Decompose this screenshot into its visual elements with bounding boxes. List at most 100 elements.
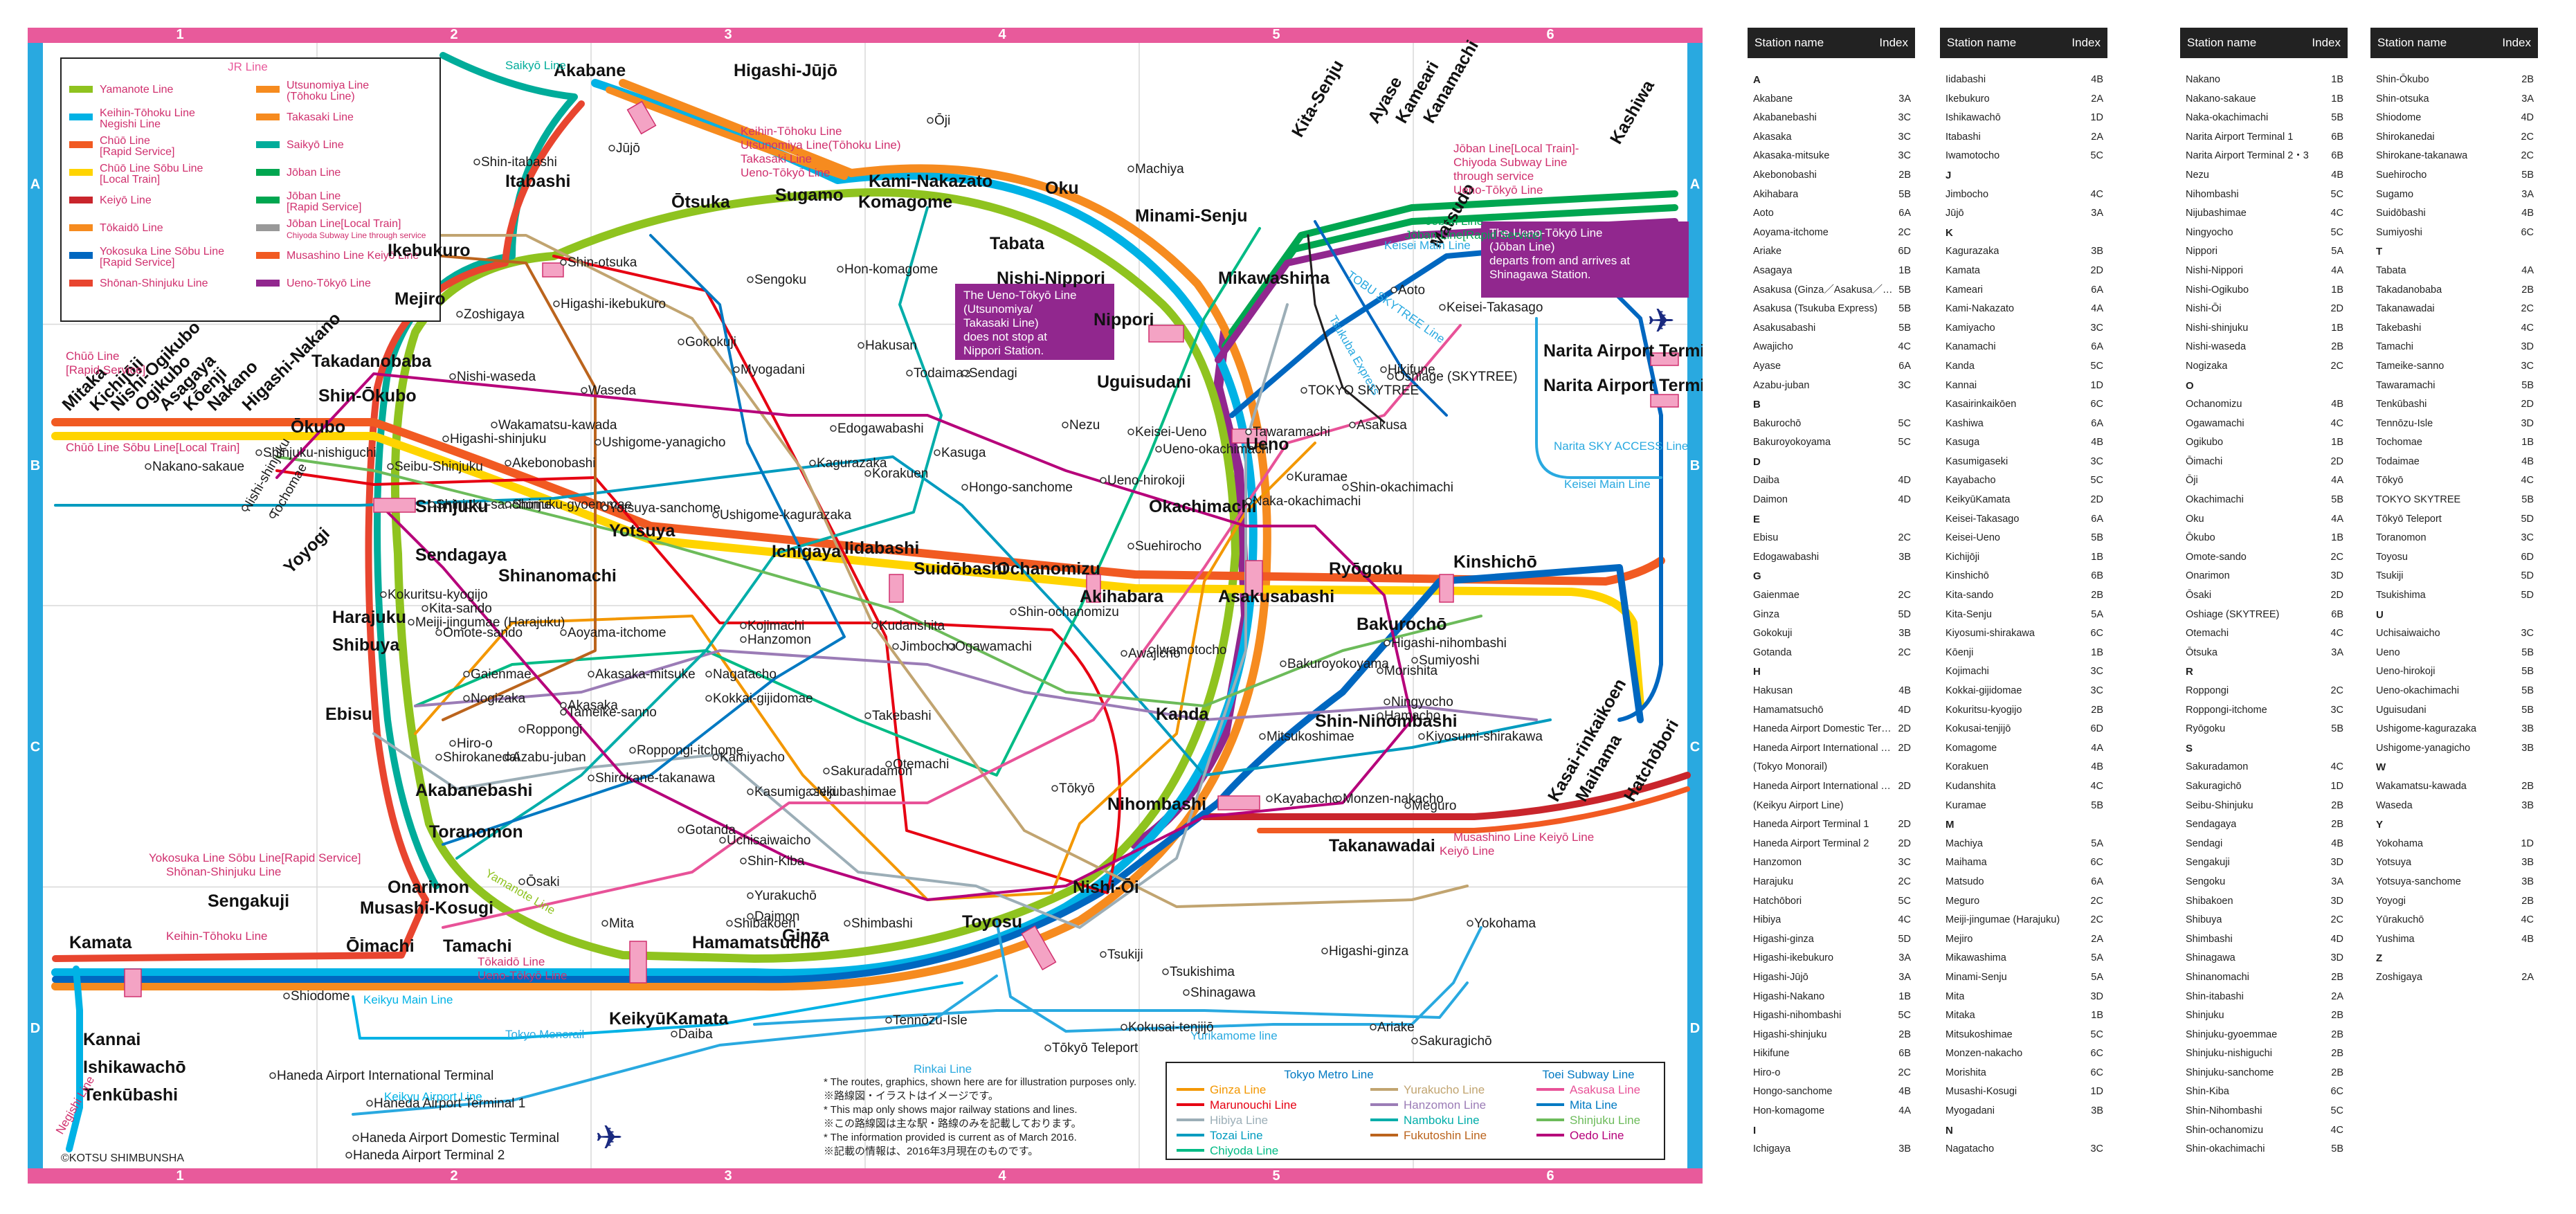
station-label[interactable]: Daiba [678, 1027, 713, 1042]
station-marker[interactable] [889, 574, 904, 603]
station-label[interactable]: Toranomon [429, 822, 523, 842]
station-label[interactable]: Higashi-ginza [1329, 944, 1409, 959]
station-label[interactable]: Gotanda [685, 823, 736, 837]
station-label[interactable]: Kokusai-tenjijō [1128, 1020, 1214, 1035]
station-label[interactable]: Narita Airport Terminal 2・3 [1543, 376, 1703, 395]
station-label[interactable]: Ueno [1246, 435, 1289, 454]
station-label[interactable]: Nippori [1094, 310, 1154, 329]
station-label[interactable]: Takanawadai [1329, 836, 1435, 855]
station-label[interactable]: Kokuritsu-kyogijo [388, 588, 488, 602]
station-label[interactable]: Omote-sando [443, 626, 523, 640]
station-label[interactable]: Wakamatsu-kawada [498, 418, 617, 433]
station-label[interactable]: Ochanomizu [997, 559, 1100, 579]
station-label[interactable]: Bakurochō [1357, 615, 1447, 634]
station-label[interactable]: Mita [609, 916, 634, 931]
station-label[interactable]: Jimbocho [900, 640, 956, 654]
station-label[interactable]: Shin-otsuka [568, 255, 637, 270]
station-marker[interactable] [1650, 352, 1679, 366]
station-label[interactable]: Aoyama-itchome [568, 626, 666, 640]
station-label[interactable]: Higashi-ikebukuro [561, 297, 666, 311]
station-label[interactable]: Ichigaya [772, 542, 842, 561]
station-label[interactable]: Shibakoen [734, 916, 796, 931]
station-label[interactable]: Shinanomachi [498, 566, 617, 586]
station-label[interactable]: Haneda Airport International Terminal [277, 1069, 493, 1083]
station-label[interactable]: Kinshichō [1453, 552, 1537, 572]
station-label[interactable]: Otemachi [893, 757, 949, 772]
station-label[interactable]: Ningyocho [1391, 695, 1453, 709]
station-label[interactable]: Sengakuji [208, 891, 289, 911]
station-label[interactable]: Kamiyacho [720, 750, 785, 765]
station-label[interactable]: Akihabara [1080, 587, 1164, 606]
station-label[interactable]: Onarimon [388, 878, 469, 897]
station-label[interactable]: Ōtsuka [671, 192, 731, 212]
station-label[interactable]: Tamachi [443, 936, 512, 956]
station-marker[interactable] [1439, 574, 1454, 603]
station-label[interactable]: Takadanobaba [311, 352, 432, 371]
station-label[interactable]: Suidōbashi [914, 559, 1007, 579]
station-label[interactable]: Suehirocho [1135, 539, 1201, 554]
station-label[interactable]: Nakano-sakaue [152, 460, 244, 474]
station-label[interactable]: Haneda Airport Terminal 1 [374, 1096, 525, 1111]
station-label[interactable]: Oku [1045, 179, 1079, 198]
station-label[interactable]: Kojimachi [747, 619, 804, 633]
station-label[interactable]: Toyosu [962, 912, 1022, 932]
station-label[interactable]: Shimbashi [851, 916, 913, 931]
station-label[interactable]: Sakuradamon [831, 764, 912, 779]
station-label[interactable]: Tōkyō [1059, 781, 1095, 796]
station-label[interactable]: Shin-Ōkubo [318, 386, 417, 406]
station-label[interactable]: Morishita [1384, 664, 1438, 678]
station-label[interactable]: Shinagawa [1190, 986, 1255, 1000]
station-label[interactable]: Aoto [1398, 283, 1425, 298]
station-label[interactable]: Sakuragichō [1419, 1034, 1492, 1049]
station-label[interactable]: Shibuya [332, 635, 400, 655]
station-label[interactable]: Ginza [782, 926, 830, 945]
station-label[interactable]: Asakusa [1357, 418, 1407, 433]
station-label[interactable]: Ōji [934, 114, 950, 128]
station-label[interactable]: Akabanebashi [415, 781, 533, 800]
station-label[interactable]: Ebisu [325, 705, 372, 724]
station-label[interactable]: Kokkai-gijidomae [713, 691, 813, 706]
station-label[interactable]: Nezu [1069, 418, 1100, 433]
station-label[interactable]: Ushigome-yanagicho [602, 435, 726, 450]
station-marker[interactable] [1650, 394, 1679, 408]
station-label[interactable]: Shin-ochanomizu [1017, 605, 1119, 619]
station-label[interactable]: Tsukiji [1107, 948, 1143, 962]
station-label[interactable]: Iwamotocho [1156, 643, 1226, 658]
station-label[interactable]: Keisei-Ueno [1135, 425, 1207, 440]
station-label[interactable]: Nihombashi [1107, 795, 1206, 814]
station-label[interactable]: Waseda [588, 383, 636, 398]
station-label[interactable]: Okachimachi [1149, 497, 1257, 516]
station-label[interactable]: Shin-itabashi [481, 155, 557, 170]
station-marker[interactable] [629, 941, 647, 984]
station-label[interactable]: Yotsuya-sanchome [609, 501, 720, 516]
station-marker[interactable] [124, 968, 142, 997]
station-label[interactable]: Kuramae [1294, 470, 1348, 484]
station-label[interactable]: Machiya [1135, 162, 1184, 176]
station-label[interactable]: Ōkubo [291, 417, 345, 437]
station-label[interactable]: Awajicho [1128, 646, 1181, 661]
station-label[interactable]: Kanda [1156, 705, 1210, 724]
station-label[interactable]: Yokohama [1474, 916, 1536, 931]
station-label[interactable]: Hon-komagome [844, 262, 938, 277]
station-label[interactable]: Tameike-sanno [568, 705, 657, 720]
station-label[interactable]: Tennōzu-Isle [893, 1013, 968, 1028]
station-label[interactable]: Shinjuku [415, 497, 489, 516]
station-label[interactable]: Asakusabashi [1218, 587, 1334, 606]
station-label[interactable]: Ushigome-kagurazaka [720, 508, 852, 523]
station-label[interactable]: Yotsuya [609, 521, 675, 541]
station-label[interactable]: Ishikawachō [83, 1058, 186, 1077]
station-label[interactable]: Shinjuku-nishiguchi [263, 446, 377, 460]
station-marker[interactable] [1086, 574, 1101, 603]
station-label[interactable]: Nishi-Nippori [997, 269, 1105, 288]
station-label[interactable]: Monzen-nakacho [1343, 792, 1444, 806]
station-label[interactable]: Higashi-shinjuku [450, 432, 546, 446]
station-label[interactable]: Komagome [858, 192, 952, 212]
station-label[interactable]: Sendagaya [415, 545, 507, 565]
station-label[interactable]: Mitsukoshimae [1267, 730, 1354, 744]
station-label[interactable]: Musashi-Kosugi [360, 898, 493, 918]
station-label[interactable]: Nagatacho [713, 667, 777, 682]
station-label[interactable]: Roppongi [526, 723, 582, 737]
station-label[interactable]: Hikifune [1388, 363, 1435, 377]
station-label[interactable]: Higashi-Jūjō [734, 61, 837, 80]
station-label[interactable]: Todaimae [914, 366, 970, 381]
